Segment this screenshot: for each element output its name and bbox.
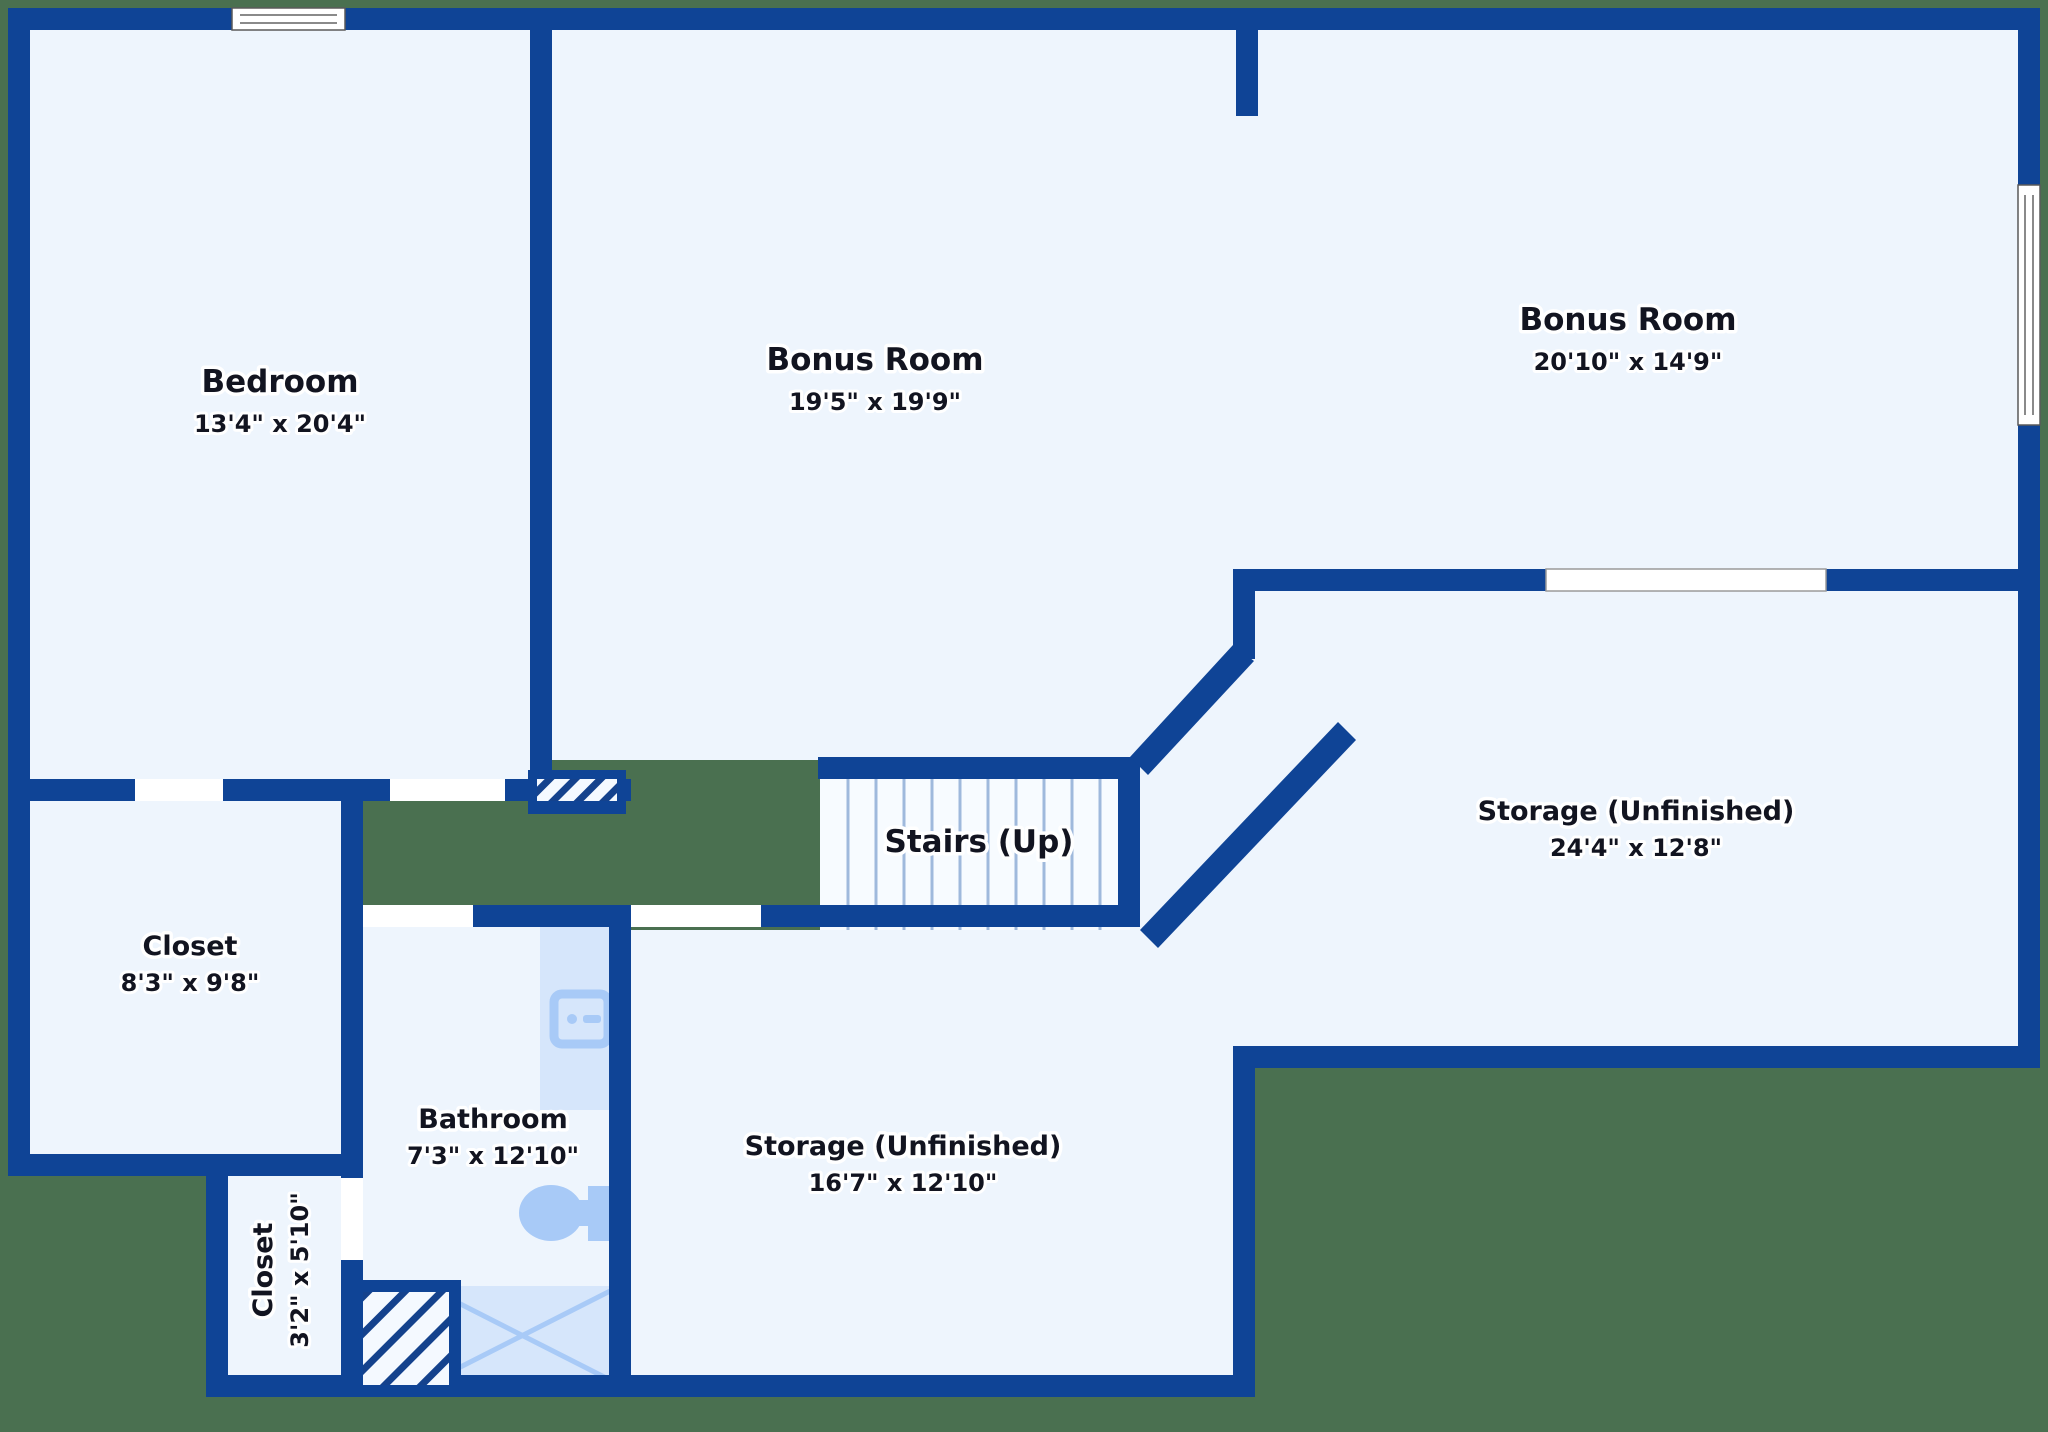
wall-top-left bbox=[8, 8, 2040, 30]
label-stairs-name: Stairs (Up) bbox=[885, 824, 1074, 860]
room-labels: Bedroom 13'4" x 20'4" Bonus Room 19'5" x… bbox=[118, 299, 1798, 1351]
label-bathroom-dim: 7'3" x 12'10" bbox=[407, 1142, 579, 1170]
wall-stub-top bbox=[1236, 8, 1258, 116]
room-fill-bonus-upper bbox=[540, 18, 2030, 930]
door-closet-small bbox=[341, 1178, 363, 1260]
label-bonus-room-2-dim: 20'10" x 14'9" bbox=[1534, 348, 1723, 376]
label-bedroom-dim: 13'4" x 20'4" bbox=[194, 410, 366, 438]
wall-angled-upper bbox=[1130, 645, 1254, 775]
wall-closet-large-bottom bbox=[8, 1154, 363, 1176]
wall-stairs-top bbox=[818, 757, 1140, 779]
label-bonus-room-1-name: Bonus Room bbox=[766, 342, 983, 378]
wall-right-exterior bbox=[2018, 8, 2040, 1068]
label-closet-small-dim: 3'2" x 5'10" bbox=[286, 1192, 314, 1347]
room-fill-closet-large bbox=[20, 790, 355, 1165]
label-storage-right-name: Storage (Unfinished) bbox=[1478, 796, 1795, 827]
label-storage-lower-dim: 16'7" x 12'10" bbox=[809, 1169, 998, 1197]
wall-bottom-main bbox=[206, 1375, 1255, 1397]
sink-drain-icon bbox=[567, 1014, 577, 1024]
door-hall-top bbox=[390, 779, 505, 801]
wall-stairs-right bbox=[1118, 757, 1140, 927]
wall-angled-connector bbox=[1233, 569, 1255, 659]
sink-faucet-icon bbox=[583, 1015, 601, 1023]
window-storage-right-top bbox=[1545, 568, 1827, 592]
window-right-exterior bbox=[2017, 184, 2041, 426]
walls bbox=[8, 8, 2040, 1397]
wall-storage-lower-right bbox=[1233, 1046, 1255, 1396]
wall-left-exterior bbox=[8, 8, 30, 1176]
wall-bottom-right-step bbox=[1233, 1046, 2040, 1068]
room-fills bbox=[20, 18, 2030, 1385]
door-bathroom-top bbox=[363, 905, 473, 927]
openings bbox=[135, 7, 2041, 1260]
label-bonus-room-1-dim: 19'5" x 19'9" bbox=[789, 388, 961, 416]
door-storage-lower-top bbox=[631, 905, 761, 927]
window-bedroom-top bbox=[231, 7, 346, 31]
label-closet-small-name: Closet bbox=[248, 1222, 279, 1317]
label-bedroom-name: Bedroom bbox=[201, 364, 358, 400]
label-bonus-room-2-name: Bonus Room bbox=[1519, 302, 1736, 338]
sink-fixture bbox=[549, 989, 613, 1049]
label-closet-large-dim: 8'3" x 9'8" bbox=[121, 969, 260, 997]
wall-closet-large-right bbox=[341, 779, 363, 1165]
wall-bedroom-right bbox=[530, 8, 552, 790]
room-fill-bedroom bbox=[20, 18, 540, 790]
room-fill-storage-right bbox=[1150, 580, 2030, 1055]
stair-treads bbox=[820, 768, 1130, 930]
label-storage-right-dim: 24'4" x 12'8" bbox=[1550, 834, 1722, 862]
stair-landing bbox=[820, 768, 1130, 930]
label-closet-large-name: Closet bbox=[143, 931, 238, 962]
door-closet-large bbox=[135, 779, 223, 801]
wall-hatch-block bbox=[363, 1292, 449, 1385]
wall-angled-lower bbox=[1140, 722, 1356, 948]
wall-hatch-segment bbox=[537, 779, 617, 801]
room-fill-storage-lower bbox=[620, 930, 1245, 1385]
room-fill-closet-small bbox=[218, 1165, 355, 1385]
toilet-bowl bbox=[519, 1185, 583, 1241]
label-bathroom-name: Bathroom bbox=[418, 1104, 567, 1135]
wall-left-closet-small bbox=[206, 1165, 228, 1397]
label-storage-lower-name: Storage (Unfinished) bbox=[745, 1131, 1062, 1162]
wall-bathroom-right bbox=[609, 905, 631, 1397]
